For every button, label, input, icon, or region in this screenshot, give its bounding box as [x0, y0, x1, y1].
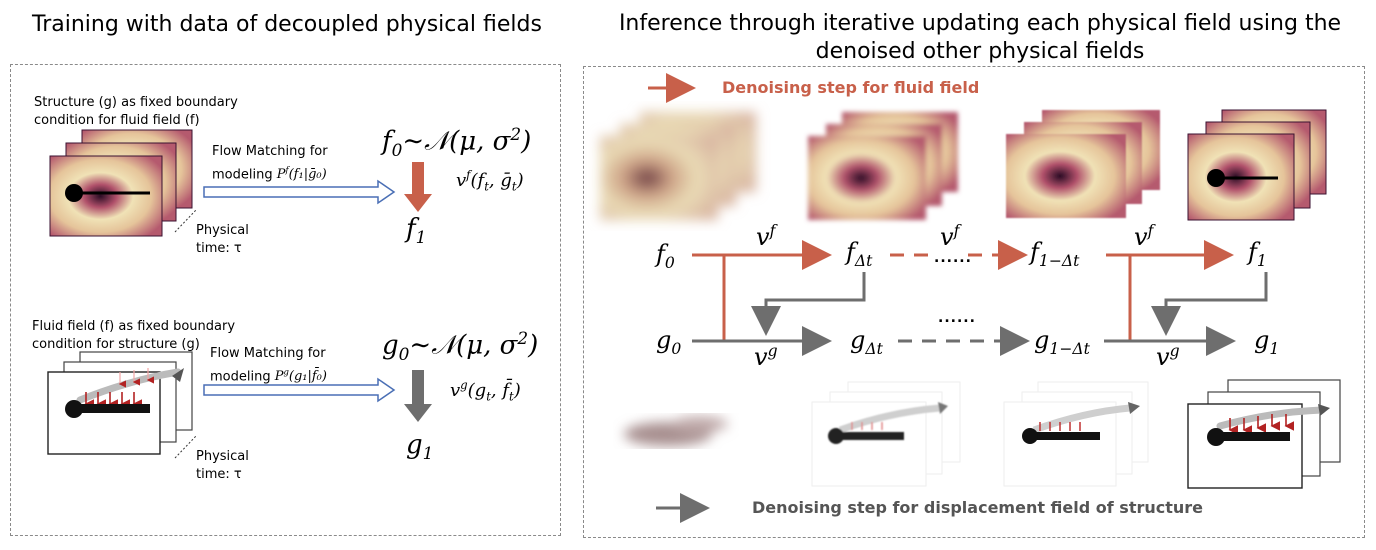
fm-struct-line2: modeling Pg(g₁|f̄₀): [210, 367, 327, 385]
vf-velocity: vf(ft, ḡt): [456, 168, 524, 194]
fm-struct-line1: Flow Matching for: [210, 346, 326, 361]
vg-velocity: vg(gt, f̄t): [450, 378, 521, 404]
fluid-stack-2: [1006, 110, 1160, 218]
phys-time-arrow-1: [174, 209, 197, 233]
fm-fluid-label: Flow Matching for modeling Pf(f₁|ḡ₀): [212, 143, 328, 184]
phys-time-arrow-2: [174, 435, 197, 459]
g1-training: g1: [406, 430, 434, 464]
inference-panel: [583, 66, 1365, 538]
right-title: Inference through iterative updating eac…: [600, 10, 1360, 66]
vf-label-1: vf: [756, 222, 776, 251]
struct-caption-line1: Fluid field (f) as fixed boundary: [32, 319, 236, 334]
struct-flow-arrows: [692, 272, 1268, 356]
training-red-down-arrow: [404, 162, 432, 212]
ellipsis-bottom: ......: [938, 310, 976, 326]
fluid-stack-0: [600, 112, 756, 220]
legend-struct-label: Denoising step for displacement field of…: [752, 498, 1204, 517]
fluid-field-stack: [49, 129, 193, 237]
right-title-line2: denoised other physical fields: [815, 39, 1145, 64]
node-f1: f1: [1248, 238, 1267, 270]
struct-caption: Fluid field (f) as fixed boundary condit…: [32, 318, 235, 354]
struct-stack-0: [606, 380, 752, 474]
training-panel: [10, 64, 561, 536]
struct-stack-3: [1187, 379, 1341, 489]
node-g1: g1: [1254, 326, 1280, 358]
vg-label-2: vg: [1156, 342, 1180, 371]
left-title: Training with data of decoupled physical…: [32, 12, 542, 37]
fm-fluid-line1: Flow Matching for: [212, 144, 328, 159]
phys-time-label-1: Physical time: τ: [196, 223, 249, 256]
node-g-dt: gΔt: [850, 326, 883, 358]
fluid-caption-line1: Structure (g) as fixed boundary: [34, 95, 238, 110]
node-g-1-dt: g1−Δt: [1034, 326, 1090, 358]
fm-fluid-line2: modeling Pf(f₁|ḡ₀): [212, 165, 327, 183]
f0-distribution: f0∼𝒩(μ, σ2): [382, 124, 532, 160]
right-title-line1: Inference through iterative updating eac…: [618, 11, 1342, 36]
struct-caption-line2: condition for structure (g): [32, 337, 200, 352]
vg-label-1: vg: [754, 342, 778, 371]
fluid-flow-arrows: [692, 240, 1234, 340]
struct-stack-1: [811, 381, 961, 487]
fluid-caption: Structure (g) as fixed boundary conditio…: [34, 94, 238, 130]
node-f0: f0: [656, 240, 675, 272]
structure-stack: [47, 351, 193, 455]
phys-time-label-2: Physical time: τ: [196, 449, 249, 482]
legend-fluid-label: Denoising step for fluid field: [722, 78, 980, 97]
fm-struct-hollow-arrow: [203, 377, 396, 403]
struct-stack-2: [1003, 381, 1149, 487]
node-f-dt: fΔt: [846, 238, 873, 270]
fm-fluid-hollow-arrow: [203, 179, 396, 205]
fluid-caption-line2: condition for fluid field (f): [34, 113, 200, 128]
fm-struct-label: Flow Matching for modeling Pg(g₁|f̄₀): [210, 345, 327, 386]
vf-label-3: vf: [1134, 222, 1154, 251]
training-gray-down-arrow: [404, 370, 432, 422]
node-g0: g0: [656, 326, 682, 358]
f1-training: f1: [406, 214, 427, 248]
vf-label-2: vf: [940, 222, 960, 251]
ellipsis-top: ......: [934, 250, 972, 266]
g0-distribution: g0∼𝒩(μ, σ2): [382, 328, 539, 364]
node-f-1-dt: f1−Δt: [1030, 238, 1080, 270]
fluid-stack-1: [808, 112, 958, 220]
fluid-stack-3: [1187, 109, 1327, 221]
